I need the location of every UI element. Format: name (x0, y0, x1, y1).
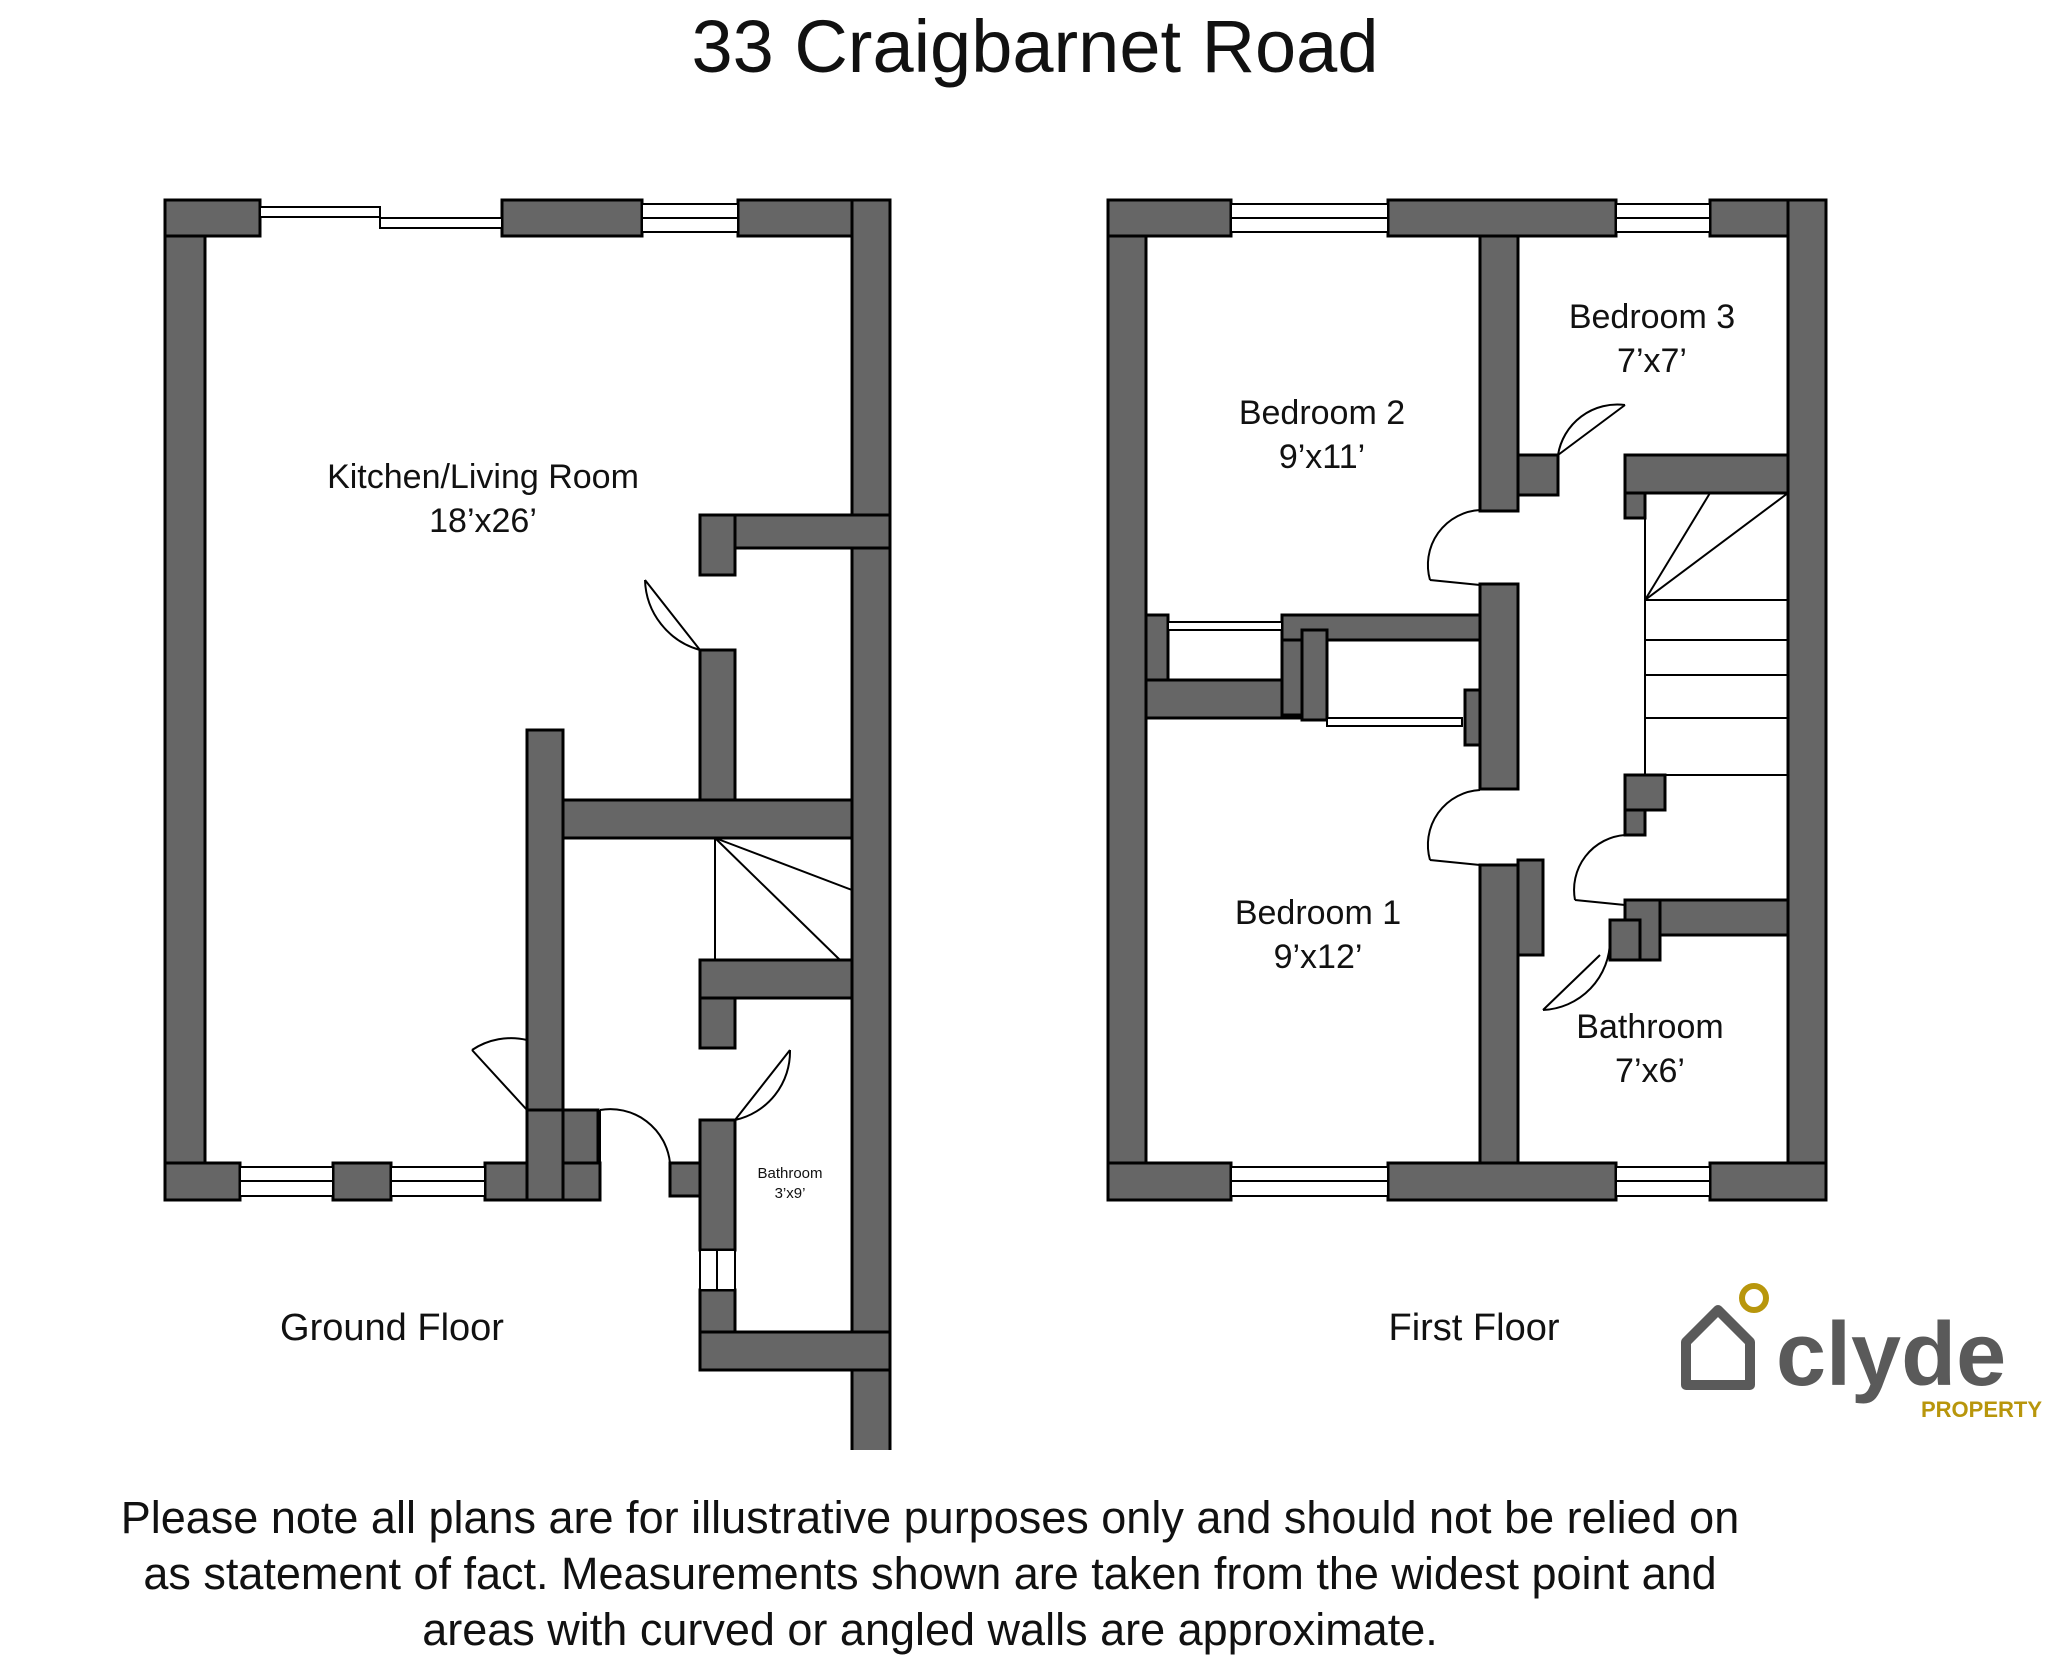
windows (239, 203, 1711, 1291)
room-size-bedroom-1: 9’x12’ (1274, 938, 1363, 976)
floor-plan: Kitchen/Living Room 18’x26’ Bathroom 3’x… (163, 198, 1828, 1450)
door-swings (471, 403, 1626, 1164)
page-title: 33 Craigbarnet Road (691, 5, 1379, 88)
room-name-ground-bathroom: Bathroom (757, 1165, 822, 1182)
disclaimer: Please note all plans are for illustrati… (0, 1490, 1860, 1658)
room-name-bedroom-3: Bedroom 3 (1569, 298, 1735, 336)
room-size-bedroom-3: 7’x7’ (1617, 342, 1687, 380)
brand-name: clyde (1776, 1305, 2006, 1405)
accent-ring-icon (1739, 1283, 1769, 1313)
room-size-kitchen: 18’x26’ (429, 502, 537, 540)
ground-floor-walls (163, 198, 892, 1450)
disclaimer-line: areas with curved or angled walls are ap… (422, 1604, 1438, 1655)
floor-label-first: First Floor (1389, 1307, 1560, 1349)
clyde-logo: clyde PROPERTY (1681, 1283, 2042, 1422)
room-name-bedroom-1: Bedroom 1 (1235, 894, 1401, 932)
stairs (714, 492, 1789, 961)
room-size-bedroom-2: 9’x11’ (1279, 438, 1365, 476)
room-size-ground-bathroom: 3’x9’ (775, 1185, 806, 1202)
room-size-first-bathroom: 7’x6’ (1615, 1052, 1685, 1090)
room-name-first-bathroom: Bathroom (1576, 1008, 1723, 1046)
brand-tagline: PROPERTY (1921, 1397, 2042, 1422)
disclaimer-line: Please note all plans are for illustrati… (120, 1492, 1740, 1543)
house-icon (1681, 1305, 1755, 1390)
floor-label-ground: Ground Floor (280, 1307, 504, 1349)
room-name-kitchen: Kitchen/Living Room (327, 458, 639, 496)
disclaimer-line: as statement of fact. Measurements shown… (143, 1548, 1717, 1599)
first-floor-walls (1106, 198, 1828, 1202)
room-name-bedroom-2: Bedroom 2 (1239, 394, 1405, 432)
